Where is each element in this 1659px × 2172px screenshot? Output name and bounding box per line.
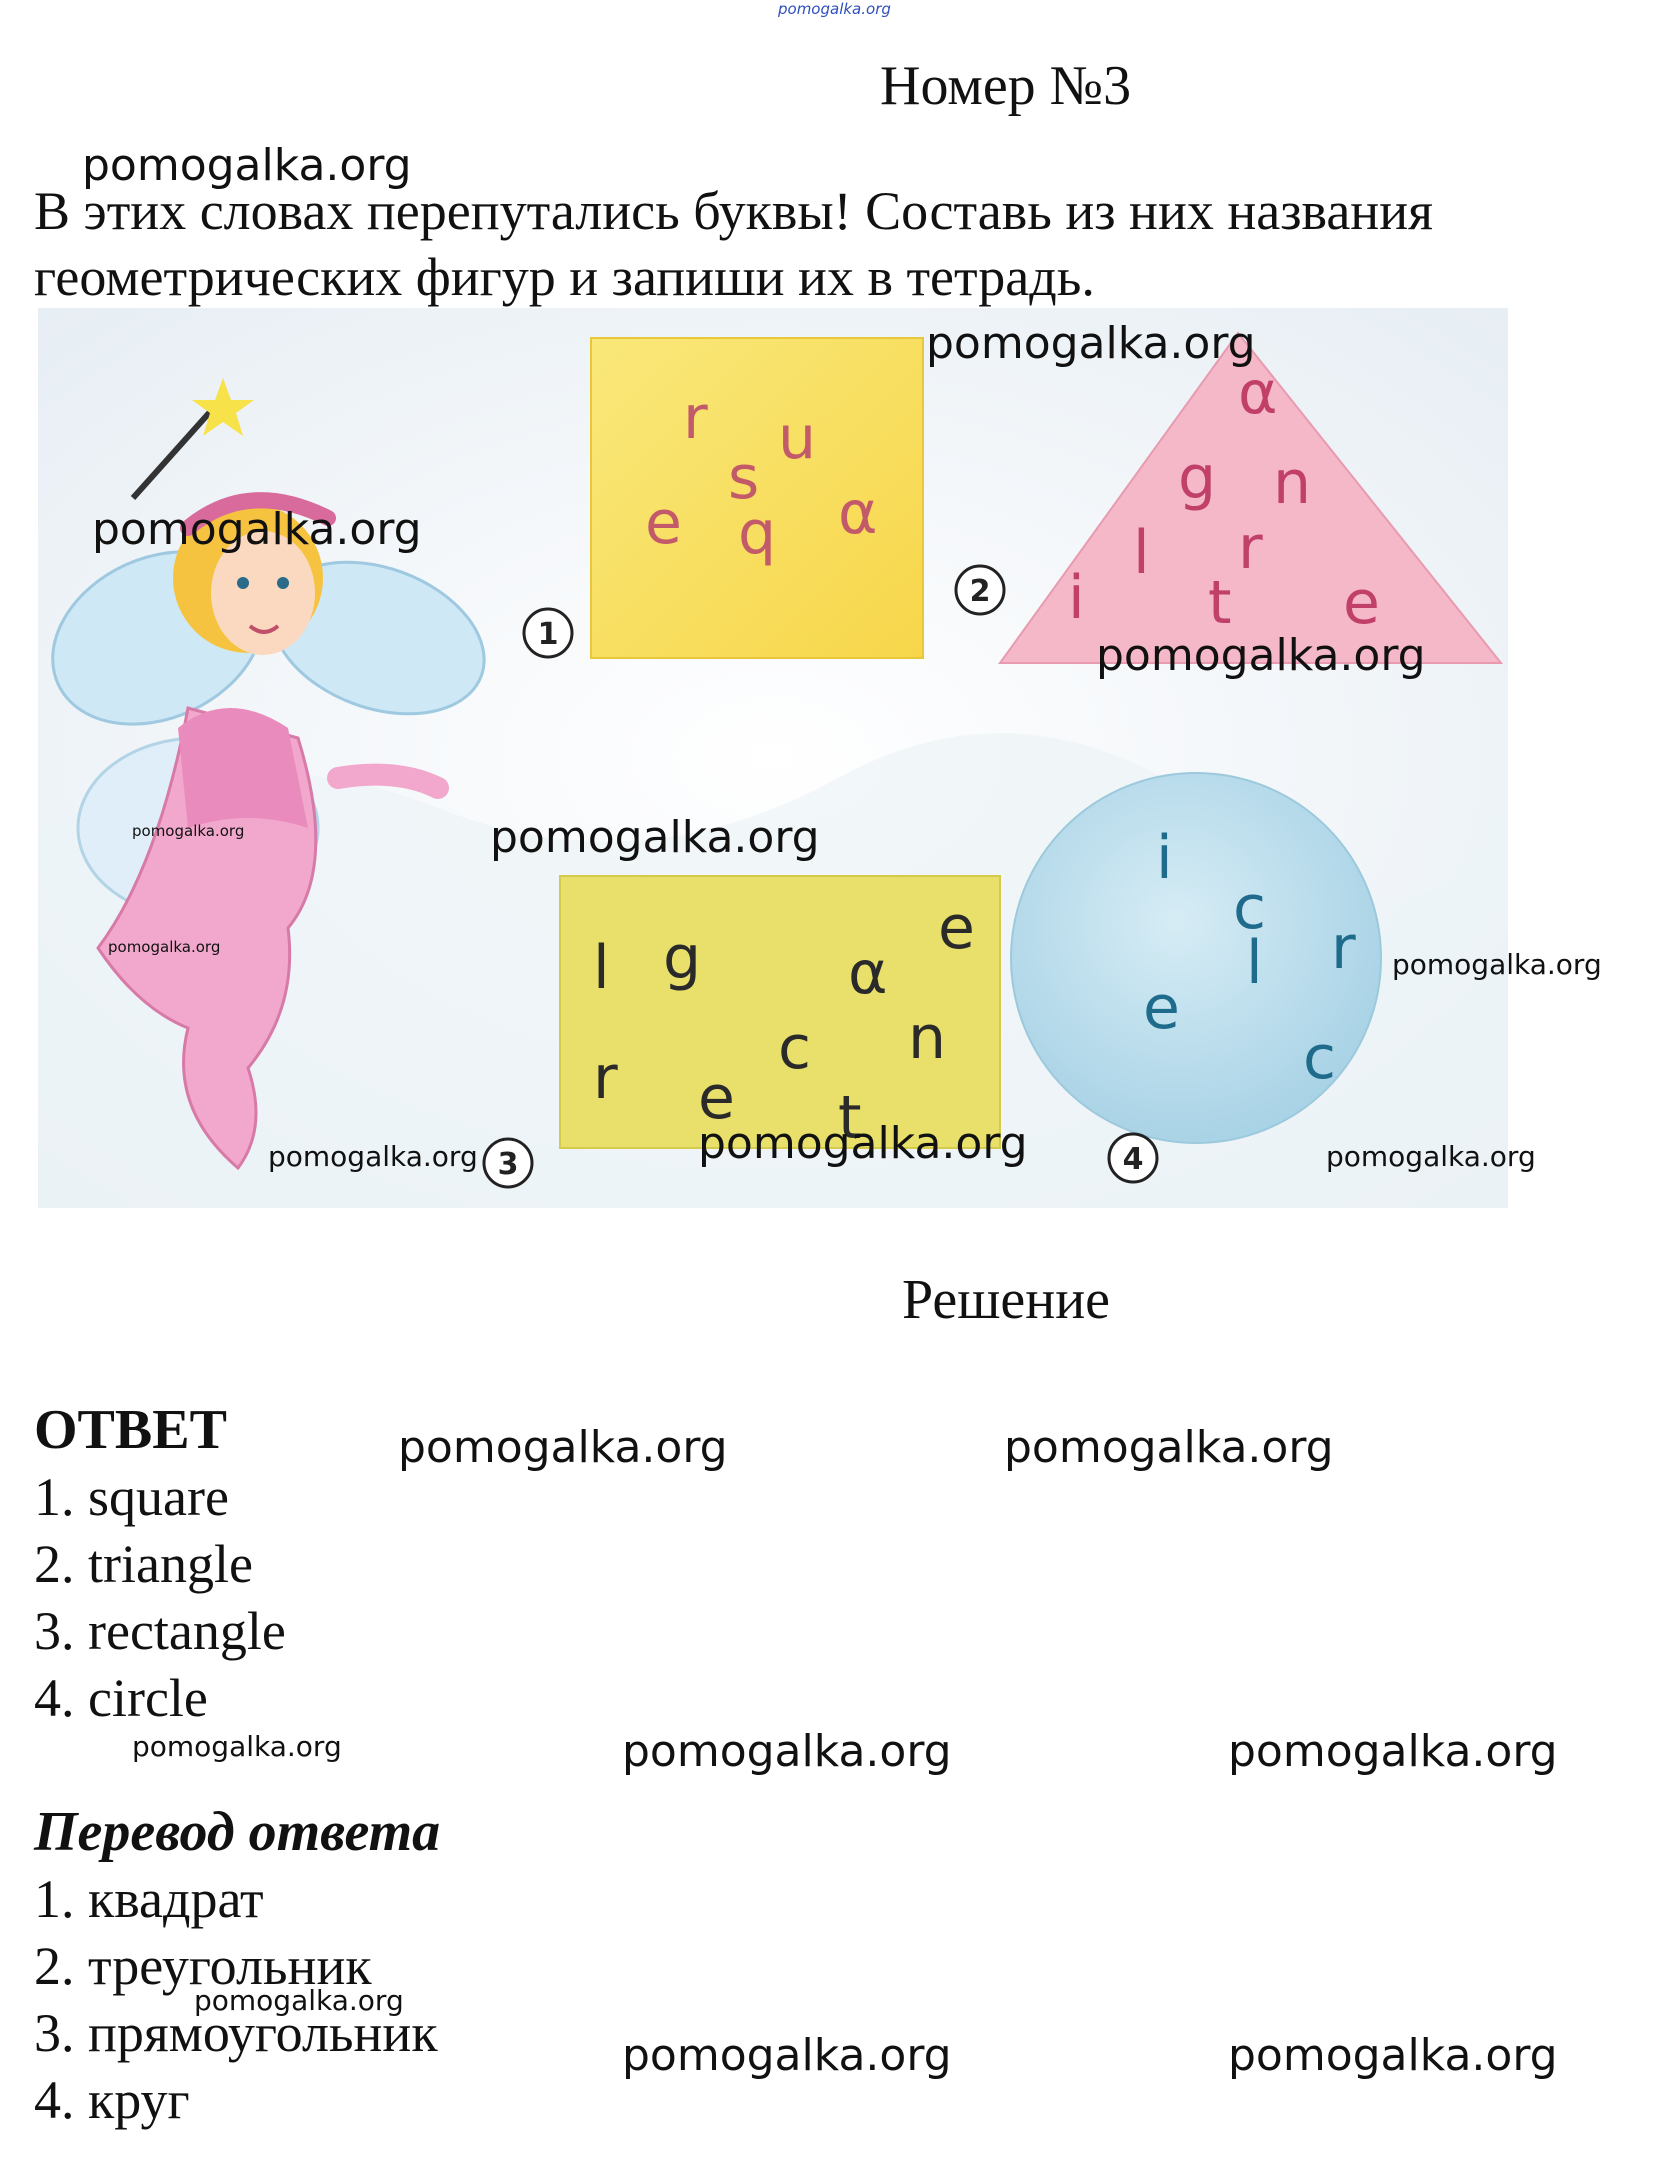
puzzle-square: r u s e q α 1: [522, 337, 924, 659]
wand-star-icon: [192, 378, 254, 436]
solution-heading: Решение: [902, 1269, 1111, 1331]
letter: α: [838, 478, 878, 548]
square-shape: [590, 337, 924, 659]
watermark: pomogalka.org: [622, 2030, 952, 2081]
letter: u: [778, 403, 816, 473]
puzzle-circle: i c l r e c 4: [1010, 772, 1382, 1184]
watermark: pomogalka.org: [622, 1726, 952, 1777]
watermark: pomogalka.org: [132, 822, 245, 840]
watermark: pomogalka.org: [398, 1422, 728, 1473]
letter: l: [1133, 518, 1150, 588]
letter: q: [738, 498, 776, 568]
letter: i: [1068, 563, 1085, 633]
letter: e: [1343, 568, 1380, 638]
watermark: pomogalka.org: [194, 1984, 404, 2017]
translation-item: 2. треугольник: [34, 1936, 372, 1996]
letter: e: [938, 893, 975, 963]
page-title: Номер №3: [880, 55, 1132, 117]
letter: g: [1178, 443, 1216, 513]
letter: r: [683, 383, 708, 453]
puzzle-number: 4: [1123, 1142, 1144, 1177]
watermark: pomogalka.org: [1096, 630, 1426, 681]
task-line-2: геометрических фигур и запиши их в тетра…: [34, 247, 1095, 307]
watermark: pomogalka.org: [92, 504, 422, 555]
letter: e: [645, 488, 682, 558]
letter: i: [1156, 823, 1173, 893]
fairy-face: [211, 531, 315, 655]
watermark: pomogalka.org: [1392, 948, 1602, 981]
puzzle-rectangle: l g α e r e c t n 3: [482, 875, 1001, 1189]
letter: r: [593, 1043, 618, 1113]
letter: c: [1233, 873, 1266, 943]
watermark: pomogalka.org: [1326, 1140, 1536, 1173]
illustration-svg: r u s e q α 1 α g n l r i t e 2 l g: [38, 308, 1508, 1208]
letter: e: [1143, 973, 1180, 1043]
letter: s: [728, 443, 759, 513]
task-text: В этих словах перепутались буквы! Состав…: [34, 178, 1634, 310]
translation-list: 1. квадрат 2. треугольник 3. прямоугольн…: [34, 1866, 438, 2134]
task-line-1: В этих словах перепутались буквы! Состав…: [34, 181, 1433, 241]
answer-item: 3. rectangle: [34, 1601, 286, 1661]
puzzle-number: 3: [498, 1147, 519, 1182]
watermark: pomogalka.org: [268, 1140, 478, 1173]
letter: r: [1331, 913, 1356, 983]
watermark: pomogalka.org: [132, 1730, 342, 1763]
letter: t: [1208, 568, 1232, 638]
letter: α: [1238, 358, 1278, 428]
puzzle-number: 2: [970, 574, 991, 609]
fairy-wand: [130, 400, 221, 501]
watermark: pomogalka.org: [1004, 1422, 1334, 1473]
letter: c: [1303, 1023, 1336, 1093]
number-badge: [954, 564, 1006, 616]
answer-list: 1. square 2. triangle 3. rectangle 4. ci…: [34, 1464, 286, 1732]
circle-shape: [1010, 772, 1382, 1144]
watermark: pomogalka.org: [82, 140, 412, 191]
answer-item: 1. square: [34, 1467, 229, 1527]
letter: n: [908, 1003, 946, 1073]
watermark: pomogalka.org: [490, 812, 820, 863]
puzzle-triangle: α g n l r i t e 2: [954, 331, 1504, 664]
fairy-bodice: [178, 708, 308, 828]
number-badge: [482, 1137, 534, 1189]
letter: n: [1273, 448, 1311, 518]
puzzle-number: 1: [538, 617, 559, 652]
letter: c: [778, 1013, 811, 1083]
answer-heading: ОТВЕТ: [34, 1399, 227, 1461]
fairy-wreath: [180, 492, 336, 536]
fairy-dress: [96, 706, 318, 1171]
rectangle-shape: [559, 875, 1001, 1149]
answer-item: 2. triangle: [34, 1534, 253, 1594]
watermark: pomogalka.org: [698, 1118, 1028, 1169]
fairy-eye-right: [277, 577, 289, 589]
watermark: pomogalka.org: [108, 938, 221, 956]
watermark: pomogalka.org: [1228, 1726, 1558, 1777]
fairy-figure: [51, 378, 486, 1171]
translation-item: 3. прямоугольник: [34, 2003, 438, 2063]
letter: l: [1246, 928, 1263, 998]
letter: l: [593, 933, 610, 1003]
letter: r: [1238, 513, 1263, 583]
watermark-top: pomogalka.org: [778, 0, 891, 18]
fairy-eye-left: [237, 577, 249, 589]
answer-item: 4. circle: [34, 1668, 208, 1728]
triangle-shape: [998, 331, 1504, 664]
puzzle-illustration: r u s e q α 1 α g n l r i t e 2 l g: [38, 308, 1508, 1208]
watermark: pomogalka.org: [1228, 2030, 1558, 2081]
letter: t: [838, 1083, 862, 1153]
watermark: pomogalka.org: [926, 318, 1256, 369]
translation-item: 1. квадрат: [34, 1869, 264, 1929]
letter: e: [698, 1063, 735, 1133]
fairy-arm: [327, 763, 449, 799]
letter: g: [663, 923, 701, 993]
translation-heading: Перевод ответа: [34, 1801, 441, 1863]
number-badge: [522, 607, 574, 659]
fairy-mouth: [248, 624, 280, 634]
translation-item: 4. круг: [34, 2070, 190, 2130]
letter: α: [848, 938, 888, 1008]
number-badge: [1107, 1132, 1159, 1184]
